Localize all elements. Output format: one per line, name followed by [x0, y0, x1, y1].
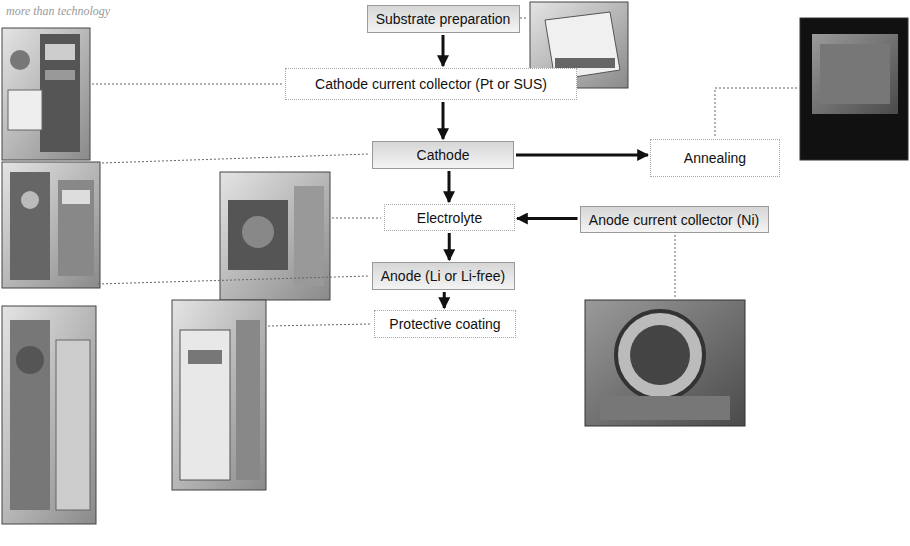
coating-box: Protective coating: [374, 310, 516, 338]
equipment-photo: [2, 162, 100, 288]
equipment-photo: [220, 172, 330, 300]
annealing-box: Annealing: [650, 139, 780, 177]
header-label: more than technology: [6, 4, 110, 19]
equipment-photo: [800, 18, 908, 160]
node-text: Anode (Li or Li-free): [381, 268, 506, 284]
equipment-photo: [2, 28, 90, 160]
flow-arrow: [442, 102, 445, 139]
node-text: Anode current collector (Ni): [589, 212, 759, 228]
flow-arrow: [442, 35, 445, 66]
flow-arrow: [448, 233, 451, 260]
flow-arrow: [448, 171, 451, 202]
node-text: Cathode current collector (Pt or SUS): [315, 76, 547, 92]
equipment-photo: [2, 306, 96, 524]
node-text: Substrate preparation: [376, 11, 511, 27]
flow-arrow: [443, 292, 446, 308]
node-text: Electrolyte: [417, 210, 482, 226]
node-text: Annealing: [684, 150, 746, 166]
flow-arrow: [516, 154, 648, 157]
collector-box: Cathode current collector (Pt or SUS): [285, 68, 577, 100]
substrate-box: Substrate preparation: [367, 5, 520, 33]
flow-arrow: [517, 217, 578, 220]
cathode-box: Cathode: [372, 141, 514, 169]
electrolyte-box: Electrolyte: [384, 204, 515, 231]
leader-lines: [92, 18, 797, 326]
anode-box: Anode (Li or Li-free): [372, 262, 515, 290]
equipment-photo: [172, 300, 266, 490]
node-text: Protective coating: [389, 316, 500, 332]
collector-box: Anode current collector (Ni): [580, 206, 769, 233]
node-text: Cathode: [417, 147, 470, 163]
equipment-photo: [585, 300, 745, 426]
